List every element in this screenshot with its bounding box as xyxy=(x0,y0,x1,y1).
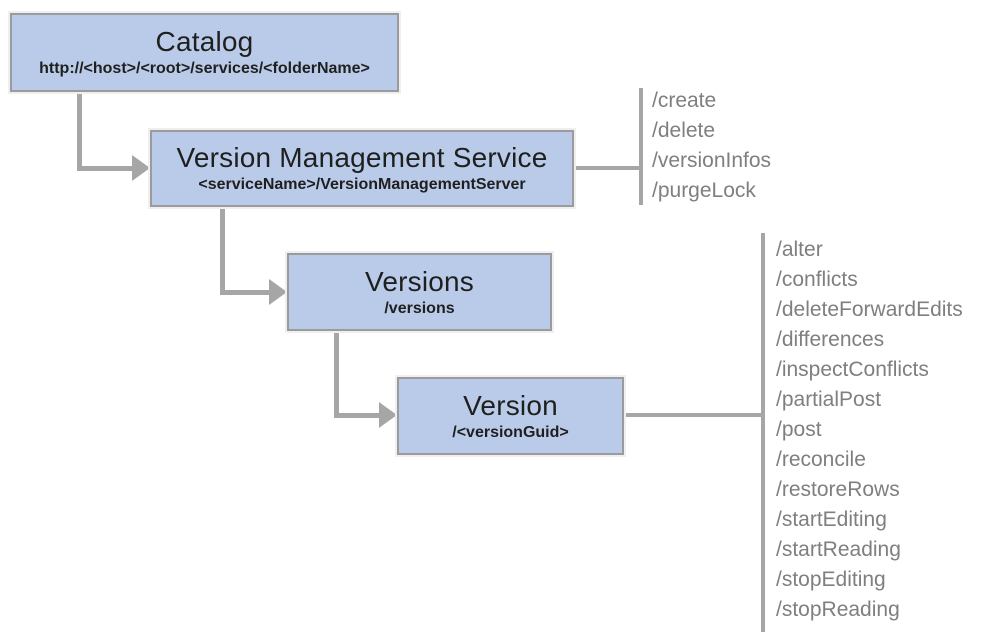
node-title: Version xyxy=(463,389,558,421)
operation-item: /post xyxy=(776,418,822,441)
operations-bracket-version xyxy=(761,233,765,632)
operations-list-version: /alter /conflicts /deleteForwardEdits /d… xyxy=(776,235,963,625)
operations-list-version-management-service: /create /delete /versionInfos /purgeLock xyxy=(652,86,771,206)
arrowhead-icon xyxy=(269,279,287,305)
operation-item: /partialPost xyxy=(776,388,882,411)
operation-item: /delete xyxy=(652,119,716,142)
connector-catalog-vms-horizontal xyxy=(77,166,133,171)
node-subtitle: http://<host>/<root>/services/<folderNam… xyxy=(39,60,370,77)
operation-item: /conflicts xyxy=(776,268,858,291)
operation-item: /stopReading xyxy=(776,598,900,621)
operation-item: /stopEditing xyxy=(776,568,886,591)
operation-item: /differences xyxy=(776,328,885,351)
operation-item: /inspectConflicts xyxy=(776,358,929,381)
operation-item: /reconcile xyxy=(776,448,866,471)
operation-item: /startEditing xyxy=(776,508,887,531)
operation-item: /deleteForwardEdits xyxy=(776,298,963,321)
node-version: Version /<versionGuid> xyxy=(397,377,624,455)
operation-item: /alter xyxy=(776,238,823,261)
operations-bracket-vms xyxy=(639,88,643,205)
operation-item: /startReading xyxy=(776,538,901,561)
node-subtitle: /<versionGuid> xyxy=(452,423,569,441)
connector-versions-version-vertical xyxy=(334,330,339,418)
node-title: Catalog xyxy=(155,26,254,57)
node-title: Version Management Service xyxy=(176,142,548,173)
node-version-management-service: Version Management Service <serviceName>… xyxy=(150,130,574,207)
node-versions: Versions /versions xyxy=(287,253,552,331)
connector-vms-versions-horizontal xyxy=(220,290,270,295)
connector-catalog-vms-vertical xyxy=(77,92,82,171)
connector-vms-versions-vertical xyxy=(220,206,225,295)
connector-vms-operations xyxy=(573,166,641,170)
connector-versions-version-horizontal xyxy=(334,413,380,418)
operation-item: /versionInfos xyxy=(652,149,772,172)
arrowhead-icon xyxy=(379,402,397,428)
node-title: Versions xyxy=(365,265,474,297)
connector-version-operations xyxy=(623,413,763,417)
node-subtitle: <serviceName>/VersionManagementServer xyxy=(198,176,526,193)
arrowhead-icon xyxy=(132,155,150,181)
node-catalog: Catalog http://<host>/<root>/services/<f… xyxy=(10,13,399,92)
operation-item: /restoreRows xyxy=(776,478,900,501)
node-subtitle: /versions xyxy=(384,299,455,317)
operation-item: /create xyxy=(652,89,717,112)
operation-item: /purgeLock xyxy=(652,179,756,202)
